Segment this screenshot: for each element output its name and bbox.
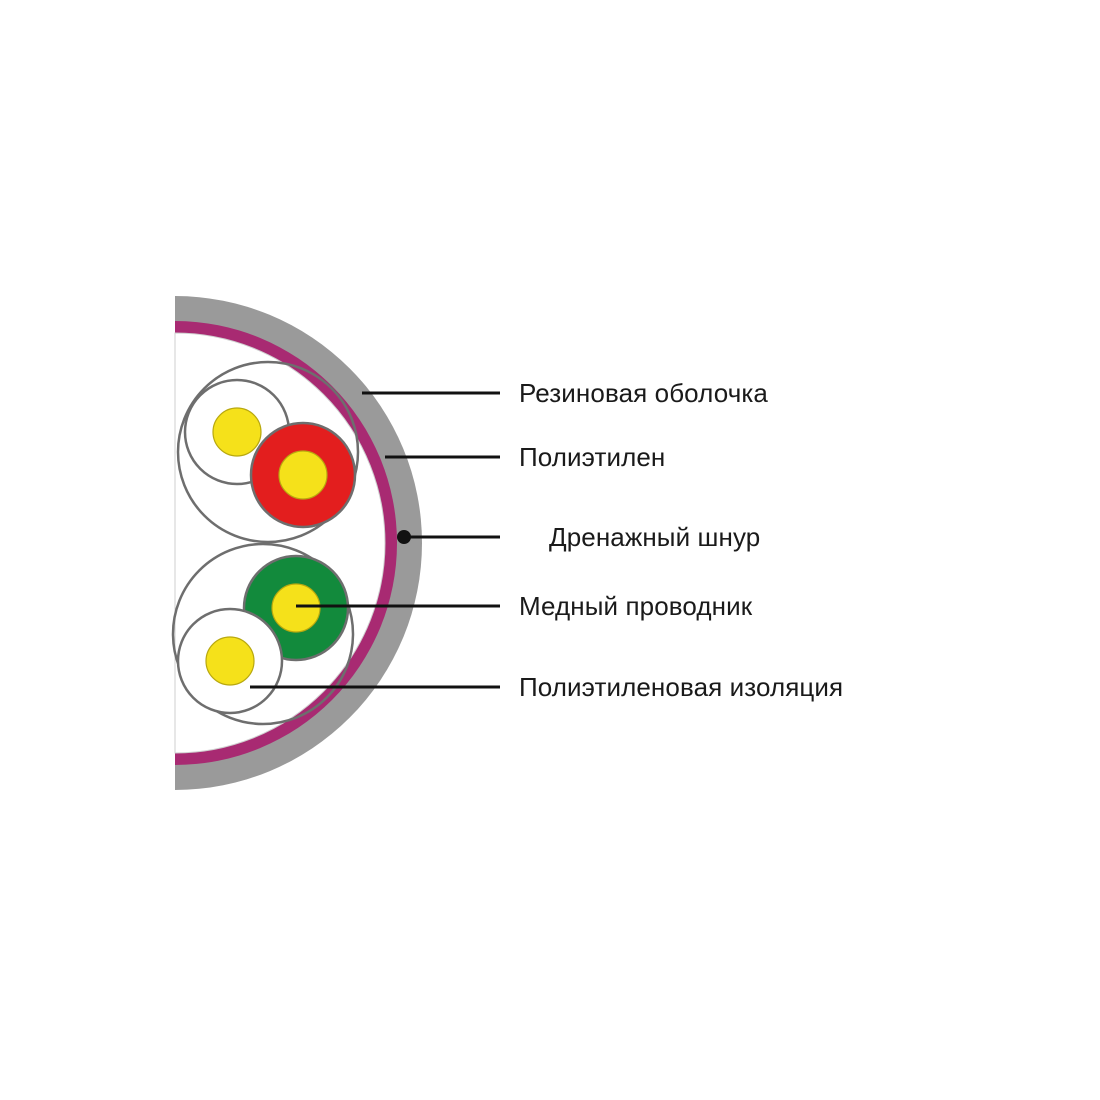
copper-core	[271, 583, 321, 633]
copper-core	[205, 636, 255, 686]
pair-boundary-upper-twisted-pair	[176, 360, 360, 544]
copper-core	[278, 450, 328, 500]
leader-lines-group	[250, 391, 500, 689]
label-copper-conductor: Медный проводник	[519, 591, 753, 621]
polyethylene-core-outline	[174, 332, 386, 754]
label-polyethylene: Полиэтилен	[519, 442, 666, 472]
leader-dot-drain_cord	[397, 530, 411, 544]
label-drain-cord: Дренажный шнур	[549, 522, 761, 552]
copper-core	[212, 407, 262, 457]
pair-boundary-lower-twisted-pair	[171, 542, 355, 726]
label-rubber-sheath: Резиновая оболочка	[519, 378, 768, 408]
label-pe-insulation: Полиэтиленовая изоляция	[519, 672, 844, 702]
twisted-pairs-group	[171, 360, 360, 726]
